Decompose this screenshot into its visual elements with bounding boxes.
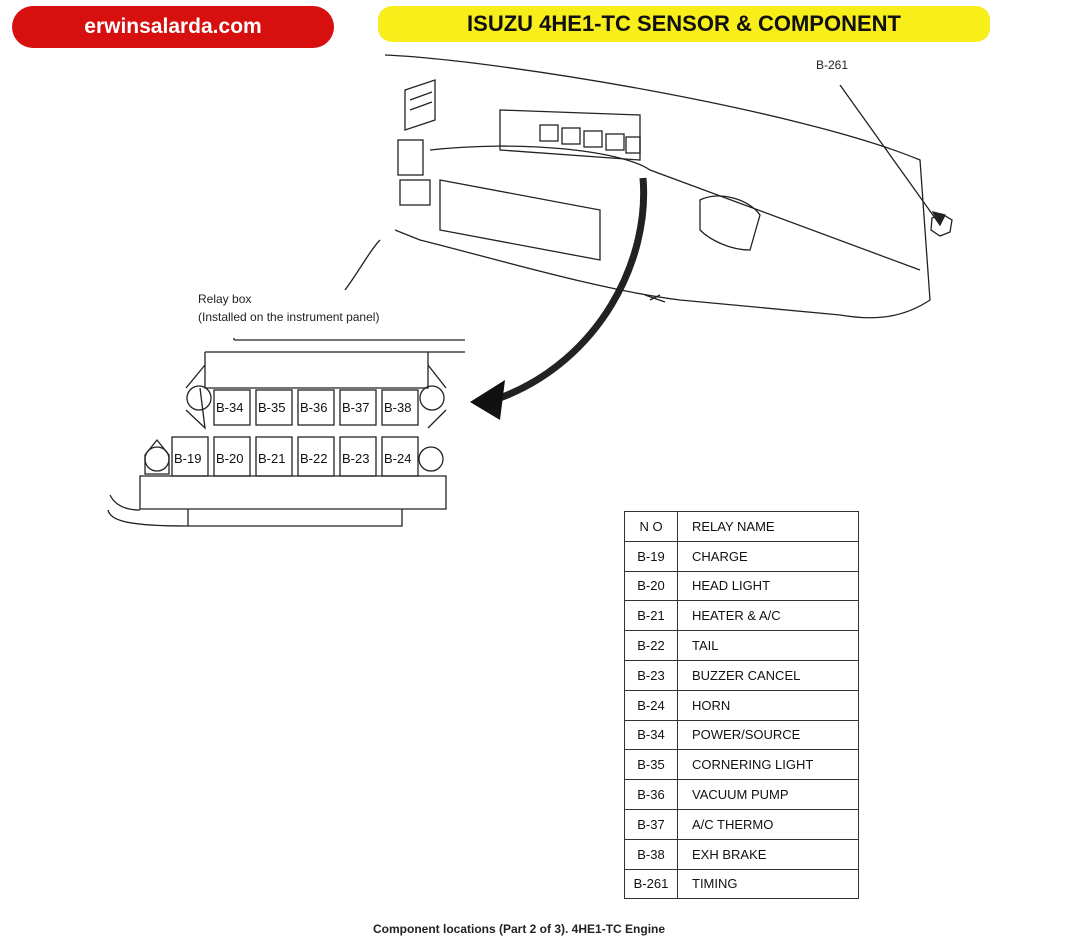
relay-slot: B-23 (342, 451, 370, 466)
site-banner: erwinsalarda.com (12, 6, 334, 48)
relay-number: B-261 (624, 868, 678, 900)
relay-slot: B-19 (174, 451, 202, 466)
relay-number: B-36 (624, 779, 678, 810)
relay-slot: B-21 (258, 451, 286, 466)
relay-name: HEATER & A/C (677, 600, 859, 632)
header-no: N O (624, 511, 678, 542)
relay-name: POWER/SOURCE (677, 719, 859, 751)
relay-slot: B-20 (216, 451, 244, 466)
relay-name: VACUUM PUMP (677, 779, 859, 810)
relay-number: B-19 (624, 540, 678, 572)
relay-slot: B-22 (300, 451, 328, 466)
relay-slot: B-34 (216, 400, 244, 415)
relay-name: CHARGE (677, 540, 859, 572)
relay-number: B-20 (624, 570, 678, 602)
relay-slot: B-38 (384, 400, 412, 415)
relay-number: B-35 (624, 749, 678, 781)
relay-name: A/C THERMO (677, 808, 859, 840)
relay-number: B-37 (624, 808, 678, 840)
relay-number: B-22 (624, 630, 678, 661)
relay-number: B-24 (624, 689, 678, 721)
relay-name: BUZZER CANCEL (677, 659, 859, 691)
relay-number: B-23 (624, 659, 678, 691)
relay-box-label: Relay box (198, 292, 252, 306)
relay-slot: B-24 (384, 451, 412, 466)
relay-name: HEAD LIGHT (677, 570, 859, 602)
relay-number: B-38 (624, 838, 678, 870)
relay-name: TIMING (677, 868, 859, 900)
relay-slot: B-35 (258, 400, 286, 415)
relay-name: TAIL (677, 630, 859, 661)
relay-slot: B-36 (300, 400, 328, 415)
relay-name: HORN (677, 689, 859, 721)
relay-slot: B-37 (342, 400, 370, 415)
connector-label-b261: B-261 (816, 58, 849, 72)
relay-name: CORNERING LIGHT (677, 749, 859, 781)
relay-box-note: (Installed on the instrument panel) (198, 310, 380, 324)
relay-number: B-34 (624, 719, 678, 751)
page-title: ISUZU 4HE1-TC SENSOR & COMPONENT (378, 6, 990, 42)
relay-number: B-21 (624, 600, 678, 632)
caption: Component locations (Part 2 of 3). 4HE1-… (373, 922, 666, 936)
header-relay-name: RELAY NAME (677, 511, 859, 542)
relay-name: EXH BRAKE (677, 838, 859, 870)
